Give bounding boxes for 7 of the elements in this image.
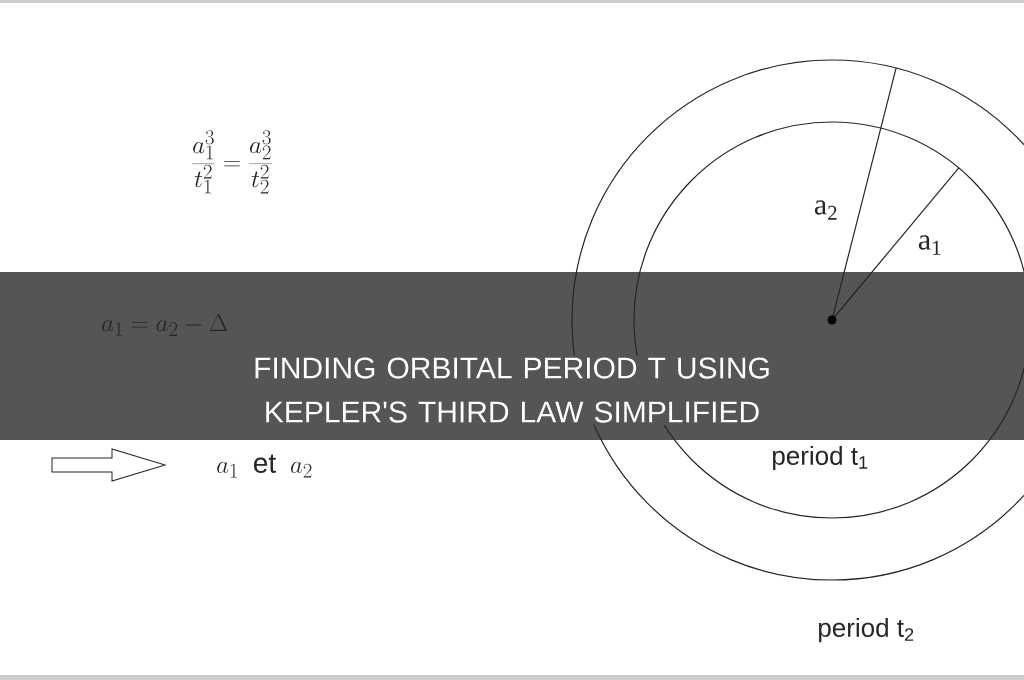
equation: $\frac{a_1^3}{t_1^2} = \frac{a_2^3}{t_2^2}$ (192, 130, 272, 194)
radius-label: a$_{1}$ (918, 235, 941, 255)
radius-label: a$_{2}$ (814, 200, 837, 220)
title: FINDING ORBITAL PERIOD T USING KEPLER'S THIRD LAW SIMPLIFIED (230, 355, 794, 425)
orbit-label: period t$_{1}$ (773, 445, 868, 471)
orbit-label: period t$_{2}$ (819, 617, 914, 643)
equation: $a_1 \;\; \mathrm{et} \;\; a_2$ (217, 454, 312, 478)
